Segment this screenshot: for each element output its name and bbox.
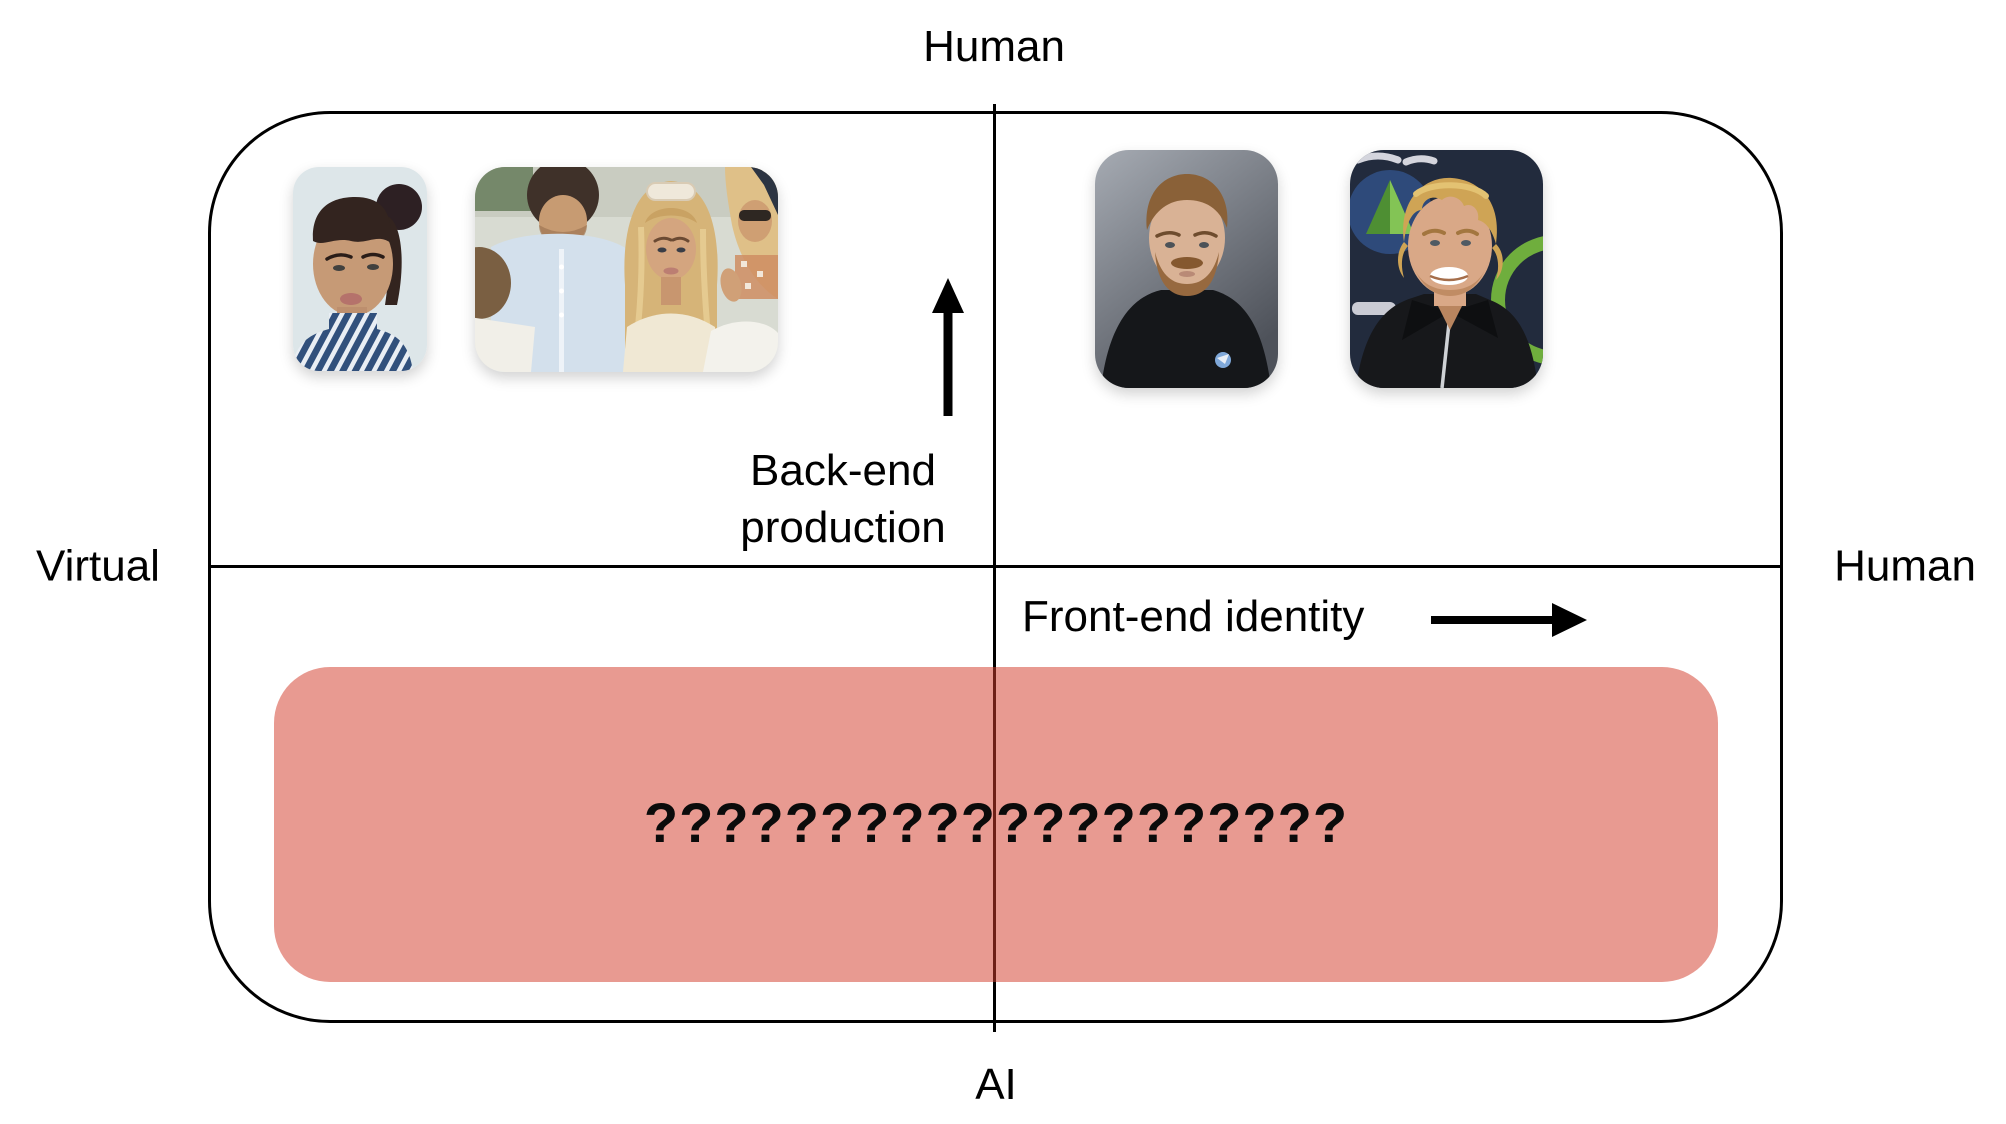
- axis-label-bottom: AI: [975, 1060, 1017, 1109]
- question-marks-text: ????????????????????: [643, 791, 1349, 854]
- backend-production-label: Back-end production: [740, 443, 945, 557]
- axis-label-left: Virtual: [36, 541, 160, 591]
- right-arrow-icon: [1431, 603, 1587, 637]
- mrbeast-photo: [1095, 150, 1278, 388]
- horizontal-axis-line: [208, 565, 1783, 568]
- axis-label-top: Human: [923, 22, 1065, 71]
- frontend-identity-label: Front-end identity: [1022, 592, 1365, 641]
- crowd-photo: [475, 167, 778, 372]
- backend-label-line1: Back-end: [750, 446, 936, 495]
- mrbeast-illustration: [1095, 150, 1278, 388]
- vertical-axis-line: [993, 104, 996, 1032]
- backend-label-line2: production: [740, 502, 946, 552]
- virtual-influencer-photo: [293, 167, 427, 371]
- unknown-highlight-box: ????????????????????: [274, 667, 1718, 982]
- axis-label-right: Human: [1834, 541, 1976, 591]
- up-arrow-icon: [932, 278, 964, 416]
- logan-paul-photo: [1350, 150, 1543, 388]
- logan-paul-illustration: [1350, 150, 1543, 388]
- virtual-influencer-illustration: [293, 167, 427, 371]
- crowd-illustration: [475, 167, 778, 372]
